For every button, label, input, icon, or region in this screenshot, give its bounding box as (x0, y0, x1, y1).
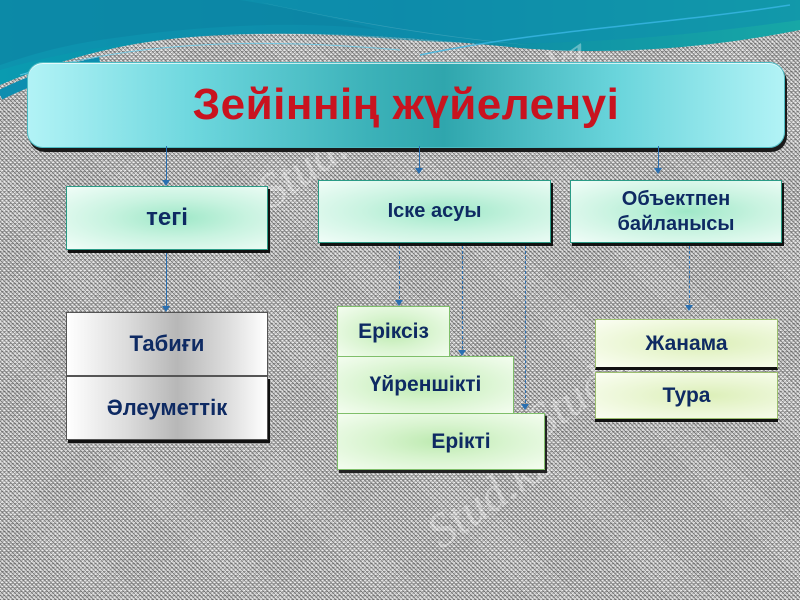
category-label: тегі (146, 204, 188, 231)
sub-box-habitual: Үйреншікті (337, 356, 514, 414)
sub-box-direct: Тура (595, 372, 778, 419)
sub-label: Ерікті (431, 429, 491, 453)
sub-box-indirect: Жанама (595, 319, 778, 370)
arrow-down-icon (415, 168, 423, 174)
sub-label: Тура (662, 383, 711, 407)
sub-box-voluntary: Ерікті (337, 413, 545, 470)
sub-label: Жанама (645, 331, 728, 355)
category-label-line1: Объектпен (621, 187, 731, 210)
connector-line (689, 246, 690, 308)
category-box-implementation: Іске асуы (318, 180, 551, 243)
connector-line (399, 246, 400, 304)
arrow-down-icon (162, 306, 170, 312)
arrow-down-icon (654, 168, 662, 174)
arrow-down-icon (685, 305, 693, 311)
arrow-down-icon (521, 404, 529, 410)
sub-label: Табиғи (129, 331, 205, 356)
sub-label: Үйреншікті (369, 373, 482, 396)
category-box-origin: тегі (66, 186, 268, 250)
arrow-down-icon (162, 180, 170, 186)
connector-line (166, 146, 167, 184)
sub-label: Әлеуметтік (106, 395, 228, 420)
page-title: Зейіннің жүйеленуі (192, 80, 620, 129)
arrow-down-icon (395, 300, 403, 306)
connector-line (166, 253, 167, 309)
connector-line (419, 146, 420, 172)
sub-box-natural: Табиғи (66, 312, 268, 376)
connector-line (658, 146, 659, 172)
sub-label: Еріксіз (358, 320, 429, 343)
sub-box-social: Әлеуметтік (66, 376, 268, 440)
arrow-down-icon (458, 350, 466, 356)
title-banner: Зейіннің жүйеленуі (27, 62, 785, 148)
category-label-line2: байланысы (617, 212, 735, 235)
connector-line (462, 246, 463, 354)
sub-box-involuntary: Еріксіз (337, 306, 450, 358)
connector-line (525, 246, 526, 408)
category-box-object-relation: Объектпен байланысы (570, 180, 782, 243)
category-label: Іске асуы (387, 200, 482, 222)
